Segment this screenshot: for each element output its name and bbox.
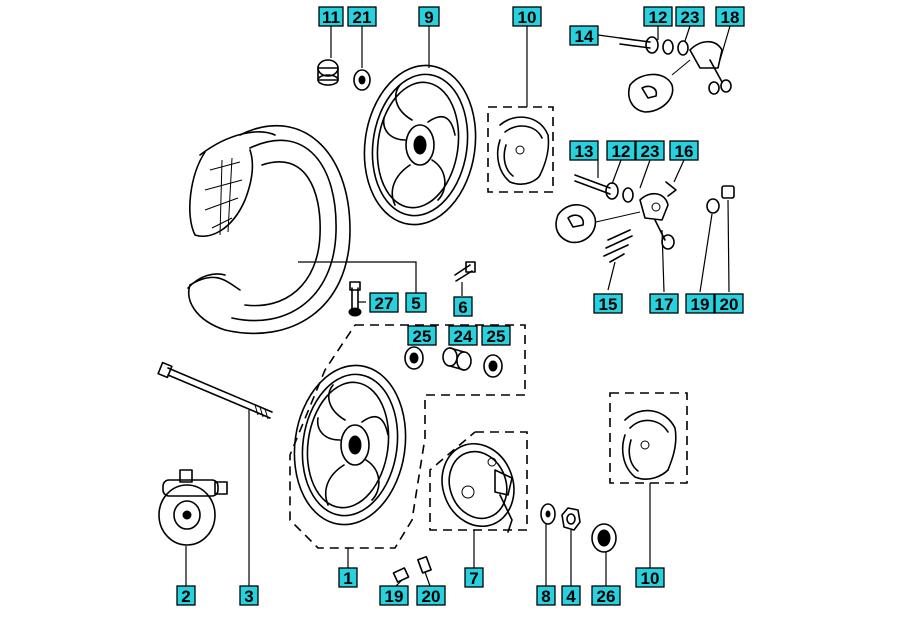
axle bbox=[157, 361, 273, 420]
callout-label: 8 bbox=[541, 587, 550, 606]
callout-20-left: 20 bbox=[416, 585, 446, 606]
callout-21: 21 bbox=[347, 6, 377, 27]
brake-plate-box bbox=[429, 431, 528, 531]
bearing-right bbox=[483, 354, 503, 378]
callout-11: 11 bbox=[318, 6, 344, 27]
callout-label: 7 bbox=[469, 569, 478, 588]
brake-cam-lower bbox=[555, 174, 677, 263]
leader-lines bbox=[185, 25, 731, 587]
speedometer-drive bbox=[158, 469, 228, 546]
callout-label: 26 bbox=[597, 587, 616, 606]
axle-nut bbox=[561, 507, 581, 531]
callout-22: 23 bbox=[635, 140, 665, 161]
tyre-valve bbox=[348, 281, 362, 317]
callout-label: 9 bbox=[424, 8, 433, 27]
callout-26: 26 bbox=[591, 585, 621, 606]
front-wheel-group-outline bbox=[289, 324, 526, 549]
callout-16: 16 bbox=[669, 140, 699, 161]
callout-25-left: 25 bbox=[407, 325, 437, 346]
nut-top bbox=[317, 59, 339, 86]
small-sleeve-left bbox=[417, 555, 432, 574]
callout-label: 12 bbox=[649, 8, 668, 27]
callout-label: 4 bbox=[566, 587, 576, 606]
callout-label: 21 bbox=[353, 8, 372, 27]
rear-brake-shoe-box bbox=[487, 106, 554, 193]
callout-label: 27 bbox=[375, 294, 394, 313]
callout-23: 23 bbox=[675, 6, 705, 27]
washer-bottom bbox=[540, 503, 556, 525]
callout-13: 13 bbox=[569, 140, 599, 161]
callout-label: 1 bbox=[343, 569, 352, 588]
callout-17: 17 bbox=[649, 293, 679, 314]
callout-24: 24 bbox=[448, 325, 478, 346]
callout-25-right: 25 bbox=[481, 325, 511, 346]
callout-label: 19 bbox=[691, 295, 710, 314]
callout-5: 5 bbox=[405, 292, 427, 313]
callout-12-top: 12 bbox=[643, 6, 673, 27]
callout-label: 14 bbox=[575, 27, 594, 46]
brake-cam-upper bbox=[619, 36, 732, 113]
callout-18: 18 bbox=[715, 6, 745, 27]
callout-label: 17 bbox=[655, 295, 674, 314]
callout-1: 1 bbox=[338, 567, 358, 588]
callout-10-top: 10 bbox=[512, 6, 542, 27]
callout-label: 23 bbox=[681, 8, 700, 27]
callout-label: 20 bbox=[422, 587, 441, 606]
front-brake-shoes bbox=[621, 409, 677, 480]
small-nut-right bbox=[721, 185, 735, 199]
brake-plate bbox=[441, 442, 515, 533]
callout-label: 5 bbox=[411, 294, 420, 313]
front-wheel bbox=[293, 364, 407, 526]
rear-wheel bbox=[363, 64, 477, 226]
callout-label: 10 bbox=[518, 8, 537, 27]
callout-label: 18 bbox=[721, 8, 740, 27]
callout-14: 14 bbox=[569, 25, 599, 46]
callout-label: 25 bbox=[487, 327, 506, 346]
callout-label: 24 bbox=[454, 327, 473, 346]
callout-label: 12 bbox=[612, 142, 631, 161]
callout-6: 6 bbox=[453, 296, 473, 317]
callout-label: 25 bbox=[413, 327, 432, 346]
spacer bbox=[442, 347, 472, 371]
dust-seal bbox=[591, 523, 617, 553]
callout-10-bottom: 10 bbox=[635, 567, 665, 588]
callout-label: 11 bbox=[322, 8, 340, 27]
callout-label: 3 bbox=[244, 587, 253, 606]
callout-9: 9 bbox=[418, 6, 440, 27]
callout-label: 13 bbox=[575, 142, 594, 161]
callout-label: 6 bbox=[458, 298, 467, 317]
callout-label: 2 bbox=[181, 587, 190, 606]
rear-brake-shoes bbox=[496, 116, 550, 185]
bearing-left bbox=[404, 346, 424, 370]
callout-label: 23 bbox=[641, 142, 660, 161]
tyre bbox=[187, 124, 351, 335]
callout-label: 20 bbox=[720, 295, 739, 314]
front-brake-shoe-box bbox=[609, 392, 688, 484]
callout-12-mid: 12 bbox=[606, 140, 636, 161]
callout-2: 2 bbox=[176, 585, 196, 606]
callout-15: 15 bbox=[593, 293, 623, 314]
valve-nipple bbox=[454, 261, 476, 282]
callout-27: 27 bbox=[369, 292, 399, 313]
callout-3: 3 bbox=[239, 585, 259, 606]
callout-7: 8 bbox=[536, 585, 556, 606]
callout-8: 7 bbox=[464, 567, 484, 588]
callout-19-right: 19 bbox=[685, 293, 715, 314]
callout-4: 4 bbox=[561, 585, 581, 606]
callouts: 11 21 9 10 14 12 23 18 13 12 23 16 15 17… bbox=[176, 6, 745, 606]
callout-label: 16 bbox=[675, 142, 694, 161]
washer-top bbox=[353, 69, 371, 91]
callout-label: 10 bbox=[641, 569, 660, 588]
small-bushing-right bbox=[706, 198, 720, 214]
small-bolt-left bbox=[392, 567, 410, 583]
callout-label: 19 bbox=[385, 587, 404, 606]
callout-20-right: 20 bbox=[714, 293, 744, 314]
callout-label: 15 bbox=[599, 295, 618, 314]
callout-19-left: 19 bbox=[379, 585, 409, 606]
